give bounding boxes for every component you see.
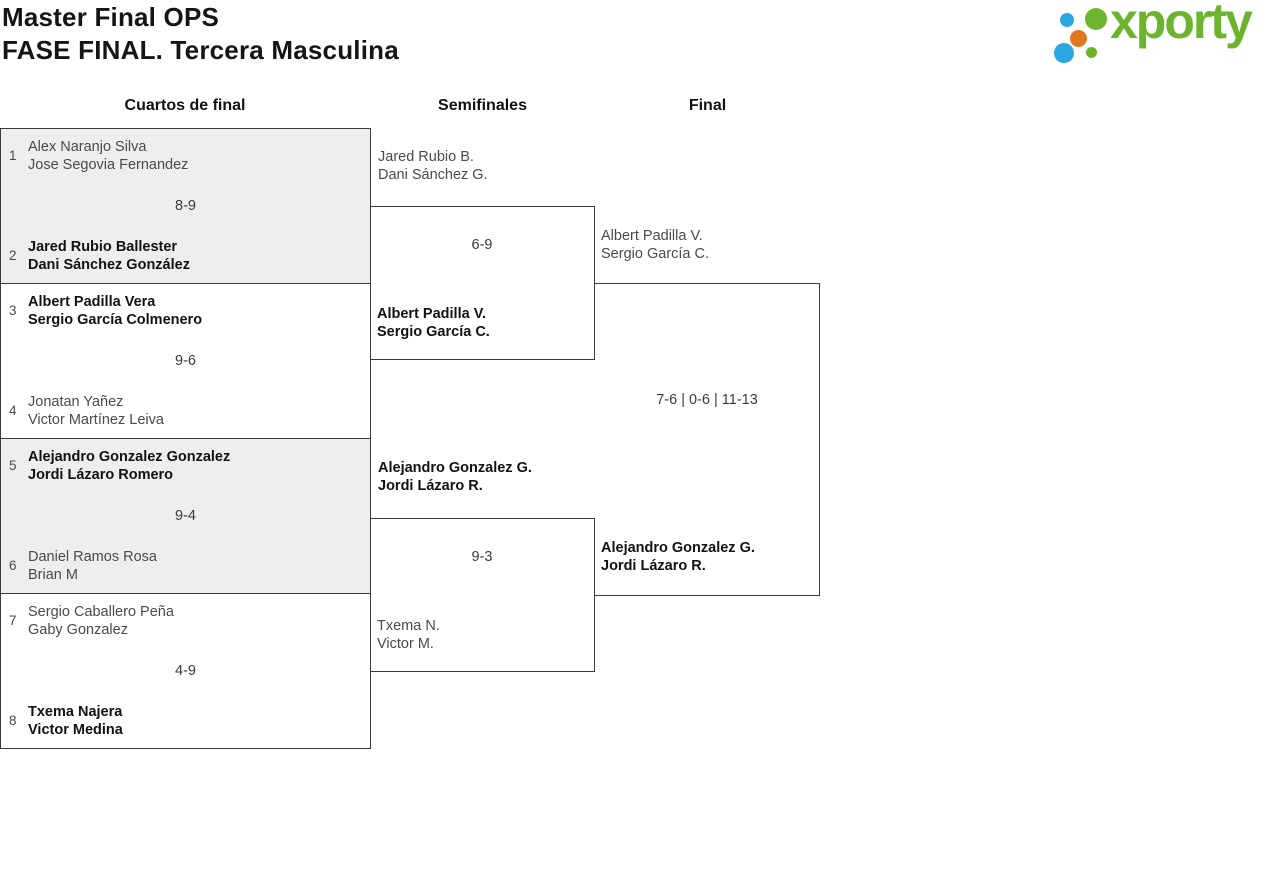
- quarterfinal-match-3: 5 Alejandro Gonzalez Gonzalez Jordi Láza…: [0, 438, 371, 594]
- team-pair: Alejandro Gonzalez Gonzalez Jordi Lázaro…: [28, 448, 230, 484]
- semifinal-match-1: 6-9 Albert Padilla V. Sergio García C.: [370, 206, 595, 360]
- round-header-quarterfinals: Cuartos de final: [124, 97, 246, 114]
- player-name: Gaby Gonzalez: [28, 622, 128, 638]
- player-name: Sergio García C.: [377, 324, 490, 340]
- player-name: Alejandro Gonzalez Gonzalez: [28, 449, 231, 465]
- xporty-logo: xporty: [1048, 0, 1280, 70]
- semifinal-1-top-team: Jared Rubio B. Dani Sánchez G.: [378, 148, 488, 184]
- player-name: Alejandro Gonzalez G.: [601, 540, 755, 556]
- logo-wordmark: xporty: [1110, 0, 1253, 49]
- semifinal-2-top-team: Alejandro Gonzalez G. Jordi Lázaro R.: [378, 459, 532, 495]
- player-name: Victor Medina: [28, 722, 123, 738]
- seed-number: 5: [9, 458, 17, 473]
- player-name: Jared Rubio B.: [378, 149, 474, 165]
- team-pair: Albert Padilla V. Sergio García C.: [377, 305, 490, 341]
- player-name: Daniel Ramos Rosa: [28, 549, 157, 565]
- quarterfinal-match-4: 7 Sergio Caballero Peña Gaby Gonzalez 4-…: [0, 593, 371, 749]
- match-score: 8-9: [175, 198, 196, 214]
- player-name: Sergio García Colmenero: [28, 312, 203, 328]
- seed-number: 4: [9, 403, 17, 418]
- match-score: 9-4: [175, 508, 196, 524]
- player-name: Jordi Lázaro Romero: [28, 467, 174, 483]
- logo-dot-green-large-icon: [1085, 8, 1107, 30]
- player-name: Jordi Lázaro R.: [378, 478, 483, 494]
- match-score: 9-6: [175, 353, 196, 369]
- quarterfinal-match-1: 1 Alex Naranjo Silva Jose Segovia Fernan…: [0, 128, 371, 284]
- logo-dot-blue-small-icon: [1060, 13, 1074, 27]
- player-name: Albert Padilla V.: [601, 228, 703, 244]
- player-name: Dani Sánchez G.: [378, 167, 488, 183]
- team-pair: Sergio Caballero Peña Gaby Gonzalez: [28, 603, 174, 639]
- team-pair: Albert Padilla Vera Sergio García Colmen…: [28, 293, 202, 329]
- player-name: Alejandro Gonzalez G.: [378, 460, 532, 476]
- team-pair: Daniel Ramos Rosa Brian M: [28, 548, 157, 584]
- player-name: Victor M.: [377, 636, 434, 652]
- player-name: Alex Naranjo Silva: [28, 139, 147, 155]
- team-pair: Jonatan Yañez Victor Martínez Leiva: [28, 393, 164, 429]
- seed-number: 6: [9, 558, 17, 573]
- player-name: Jordi Lázaro R.: [601, 558, 706, 574]
- seed-number: 3: [9, 303, 17, 318]
- team-pair: Txema Najera Victor Medina: [28, 703, 123, 739]
- logo-dot-orange-icon: [1070, 30, 1087, 47]
- match-score: 7-6 | 0-6 | 11-13: [656, 392, 758, 408]
- player-name: Txema N.: [377, 618, 440, 634]
- player-name: Jonatan Yañez: [28, 394, 124, 410]
- seed-number: 8: [9, 713, 17, 728]
- seed-number: 2: [9, 248, 17, 263]
- match-score: 6-9: [471, 237, 493, 253]
- player-name: Jared Rubio Ballester: [28, 239, 178, 255]
- player-name: Albert Padilla V.: [377, 306, 487, 322]
- logo-dot-green-small-icon: [1086, 47, 1097, 58]
- player-name: Jose Segovia Fernandez: [28, 157, 189, 173]
- seed-number: 1: [9, 148, 17, 163]
- seed-number: 7: [9, 613, 17, 628]
- player-name: Dani Sánchez González: [28, 257, 190, 273]
- player-name: Sergio Caballero Peña: [28, 604, 174, 620]
- team-pair: Alex Naranjo Silva Jose Segovia Fernande…: [28, 138, 188, 174]
- team-pair: Jared Rubio Ballester Dani Sánchez Gonzá…: [28, 238, 190, 274]
- player-name: Sergio García C.: [601, 246, 709, 262]
- player-name: Albert Padilla Vera: [28, 294, 156, 310]
- final-match: 7-6 | 0-6 | 11-13 Alejandro Gonzalez G. …: [595, 283, 820, 596]
- team-pair: Txema N. Victor M.: [377, 617, 440, 653]
- final-top-team: Albert Padilla V. Sergio García C.: [601, 227, 709, 263]
- semifinal-match-2: 9-3 Txema N. Victor M.: [370, 518, 595, 672]
- phase-category: FASE FINAL. Tercera Masculina: [2, 35, 399, 65]
- player-name: Victor Martínez Leiva: [28, 412, 164, 428]
- quarterfinal-match-2: 3 Albert Padilla Vera Sergio García Colm…: [0, 283, 371, 439]
- tournament-name: Master Final OPS: [2, 2, 220, 32]
- team-pair: Alejandro Gonzalez G. Jordi Lázaro R.: [601, 539, 755, 575]
- match-score: 9-3: [471, 549, 493, 565]
- match-score: 4-9: [175, 663, 196, 679]
- round-header-final: Final: [688, 97, 727, 114]
- page-title: Master Final OPS FASE FINAL. Tercera Mas…: [2, 1, 399, 67]
- player-name: Txema Najera: [28, 704, 123, 720]
- round-header-semifinals: Semifinales: [438, 97, 527, 114]
- logo-dot-blue-large-icon: [1054, 43, 1074, 63]
- player-name: Brian M: [28, 567, 78, 583]
